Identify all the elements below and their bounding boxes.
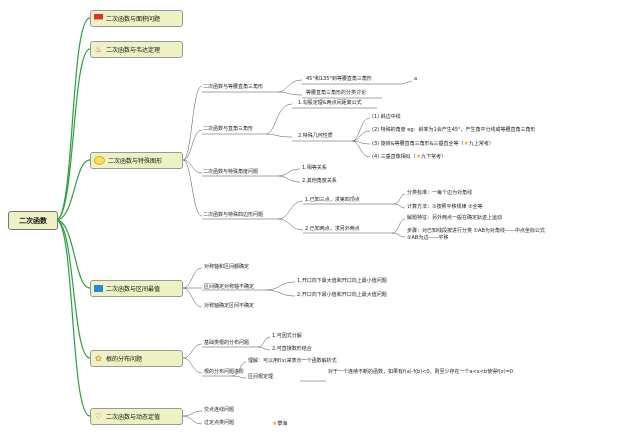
branch-label: 二次函数与区间最值 xyxy=(106,286,161,293)
node-prop-3[interactable]: (3) 旋转&等腰直角三角形&三垂直全等（★九上常考） xyxy=(372,140,494,147)
node-steps[interactable]: 步骤：对已知线段按进行分类 ①AB为对角线——中点坐标公式 ②AB为边——平移 xyxy=(407,228,545,241)
badge-label: 攀海 xyxy=(277,421,288,427)
node-zero-theorem-text[interactable]: 对于一个连续不断的函数，如果有f(a)·f(b)<0，则至少存在一个a<x<b使… xyxy=(328,369,514,375)
node-tail-a: a xyxy=(414,76,418,82)
node-interval-fixed[interactable]: 区间确定对称轴不确定 xyxy=(204,284,255,290)
node-badge-dynamic[interactable]: ★攀海 xyxy=(272,420,287,428)
node-fixed-point[interactable]: 过定点类问题 xyxy=(204,420,235,426)
node-right-triangle[interactable]: 二次函数与直角三角形 xyxy=(203,126,254,132)
branch-interval-extremum[interactable]: 二次函数与区间最值 xyxy=(90,280,183,297)
fire-icon: ♨ xyxy=(94,45,103,54)
node-classify-standard[interactable]: 分类标准：一每个边为对角线 xyxy=(407,190,473,196)
node-roots-advanced[interactable]: 根的分布问题进阶 xyxy=(204,369,245,375)
root-node[interactable]: 二次函数 xyxy=(8,211,58,230)
branch-label: 根的分布问题 xyxy=(106,356,143,363)
node-both-fixed[interactable]: 对称轴和区间都确定 xyxy=(204,264,250,270)
node-45-135[interactable]: 45°和135°到等腰直角三角形 xyxy=(306,76,372,82)
node-basic-roots[interactable]: 基础类根的分布问题 xyxy=(204,340,250,346)
node-special-quad[interactable]: 二次函数与特殊四边形问题 xyxy=(203,212,264,218)
node-prop-1[interactable]: (1) 斜边中线 xyxy=(372,114,401,120)
node-calc-method[interactable]: 计算方法：①按照平移规律 ②全等 xyxy=(407,204,483,210)
branch-dynamic-fixed[interactable]: ♡ 二次函数与动态定值 xyxy=(90,408,183,425)
node-equal-relation[interactable]: 1.相等关系 xyxy=(302,165,327,171)
badge-nine-up: 九上常考 xyxy=(468,141,489,147)
branch-area-problem[interactable]: 二次函数与面积问题 xyxy=(90,10,183,27)
node-intersection-line[interactable]: 交点连线问题 xyxy=(204,407,235,413)
heart-icon: ♡ xyxy=(94,412,103,421)
sun-icon xyxy=(94,156,105,165)
node-factorable[interactable]: 1.可因式分解 xyxy=(272,333,302,339)
badge-nine-down: 九下常考 xyxy=(421,154,442,160)
node-other-angle[interactable]: 2.其他角度关系 xyxy=(302,178,337,184)
node-special-props[interactable]: 2.特殊几何性质 xyxy=(298,133,333,139)
star-icon: ★ xyxy=(463,140,469,147)
branch-vieta[interactable]: ♨ 二次函数与韦达定理 xyxy=(90,41,183,58)
node-two-points[interactable]: 2.已知两点，求另外两点 xyxy=(305,226,360,232)
node-iso-right-triangle[interactable]: 二次函数与等腰直角三角形 xyxy=(203,84,264,90)
branch-special-figures[interactable]: 二次函数与特殊图形 xyxy=(90,152,183,169)
node-down-max-up-min[interactable]: 1.开口向下最大值和开口向上最小值问题 xyxy=(297,278,387,284)
blue-square-icon xyxy=(94,285,103,292)
star-icon: ★ xyxy=(415,153,422,160)
red-flag-icon xyxy=(94,14,103,23)
node-solve-feature[interactable]: 解题特征：另外两点一般在确定轨迹上运动 xyxy=(407,215,503,221)
prop-3-text: (3) 旋转&等腰直角三角形&三垂直全等（ xyxy=(372,141,464,147)
node-special-angle[interactable]: 二次函数与特殊角度问题 xyxy=(203,169,259,175)
node-down-min-up-max[interactable]: 2.开口向下最小值和开口向上最大值问题 xyxy=(297,292,387,298)
prop-4-text: (4) 三垂直像相似（ xyxy=(372,154,416,160)
flower-icon: ✿ xyxy=(95,354,102,363)
node-prop-4[interactable]: (4) 三垂直像相似（★九下常考） xyxy=(372,153,447,160)
root-label: 二次函数 xyxy=(19,216,47,225)
node-pythagoras[interactable]: 1.勾股定理&两点间距离公式 xyxy=(298,100,362,106)
node-zero-theorem[interactable]: 区间根定理 xyxy=(248,374,274,380)
node-graph-combine[interactable]: 2.可直接数形结合 xyxy=(272,346,312,352)
node-three-points[interactable]: 1.已知三点，求第四顶点 xyxy=(305,197,360,203)
branch-label: 二次函数与动态定值 xyxy=(106,414,161,421)
branch-label: 二次函数与面积问题 xyxy=(106,16,161,23)
branch-label: 二次函数与韦达定理 xyxy=(106,47,161,54)
node-axis-fixed[interactable]: 对称轴确定区间不确定 xyxy=(204,303,255,309)
branch-root-distribution[interactable]: ✿ 根的分布问题 xyxy=(90,350,183,367)
node-iso-classify[interactable]: 等腰直角三角形的分类讨论 xyxy=(306,90,367,96)
star-icon: ★ xyxy=(272,420,278,427)
branch-label: 二次函数与特殊图形 xyxy=(108,158,163,165)
node-prop-2[interactable]: (2) 特殊的角度 eg：斜率为1会产生45°，产生角平分线或等腰直角三角形 xyxy=(372,127,536,133)
node-understand[interactable]: 理解：可以用f(x)来表示一个函数解析式 xyxy=(248,358,337,364)
